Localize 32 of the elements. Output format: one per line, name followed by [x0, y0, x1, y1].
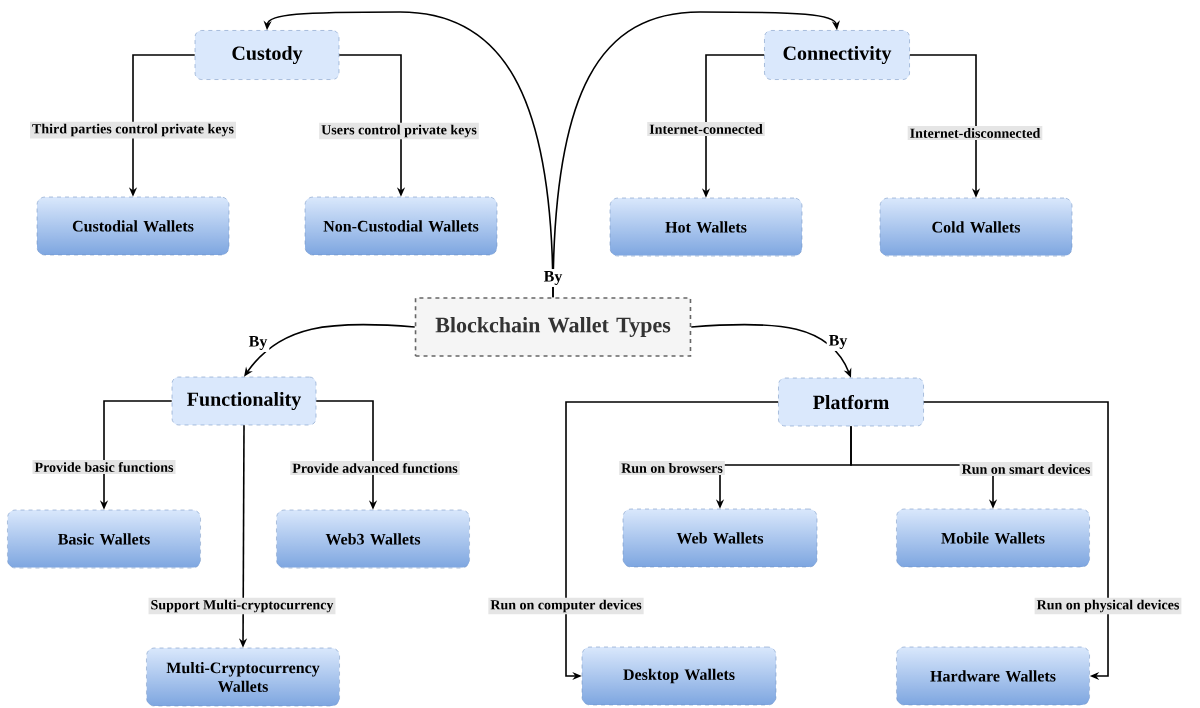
wallet-box: Cold Wallets	[879, 197, 1073, 257]
edge-label: Provide advanced functions	[290, 461, 460, 475]
edge-label: Internet-connected	[647, 122, 765, 136]
edge-label: Provide basic functions	[32, 460, 176, 474]
wallet-box: Hardware Wallets	[896, 646, 1090, 706]
edge-label: Third parties control private keys	[30, 121, 236, 139]
edge-label: Run on computer devices	[488, 597, 644, 615]
category-box: Connectivity	[764, 30, 910, 80]
edge-label: Run on browsers	[619, 461, 725, 475]
category-box: Functionality	[171, 376, 317, 426]
wallet-box: Basic Wallets	[7, 509, 201, 569]
title-box: Blockchain Wallet Types	[414, 297, 692, 357]
wallet-box: Web3 Wallets	[276, 509, 470, 569]
wallet-box: Desktop Wallets	[581, 646, 777, 706]
edge-label: By	[826, 333, 850, 351]
edge-label: By	[246, 334, 270, 352]
arrow	[552, 11, 840, 298]
wallet-box: Mobile Wallets	[896, 508, 1090, 568]
edge-label: Run on physical devices	[1034, 597, 1182, 615]
wallet-box: Hot Wallets	[609, 197, 803, 257]
edge-label: By	[541, 269, 565, 287]
wallet-box: Non-Custodial Wallets	[304, 196, 498, 256]
category-box: Custody	[194, 30, 340, 80]
arrow	[923, 401, 1109, 681]
wallet-box: Multi-Cryptocurrency Wallets	[146, 647, 340, 707]
edge-label: Support Multi-cryptocurrency	[148, 597, 336, 615]
category-box: Platform	[778, 377, 924, 427]
edge-label: Run on smart devices	[959, 462, 1093, 476]
wallet-box: Web Wallets	[622, 508, 818, 568]
edge-label: Internet-disconnected	[907, 126, 1043, 140]
edge-label: Users control private keys	[319, 122, 479, 140]
wallet-box: Custodial Wallets	[36, 196, 230, 256]
